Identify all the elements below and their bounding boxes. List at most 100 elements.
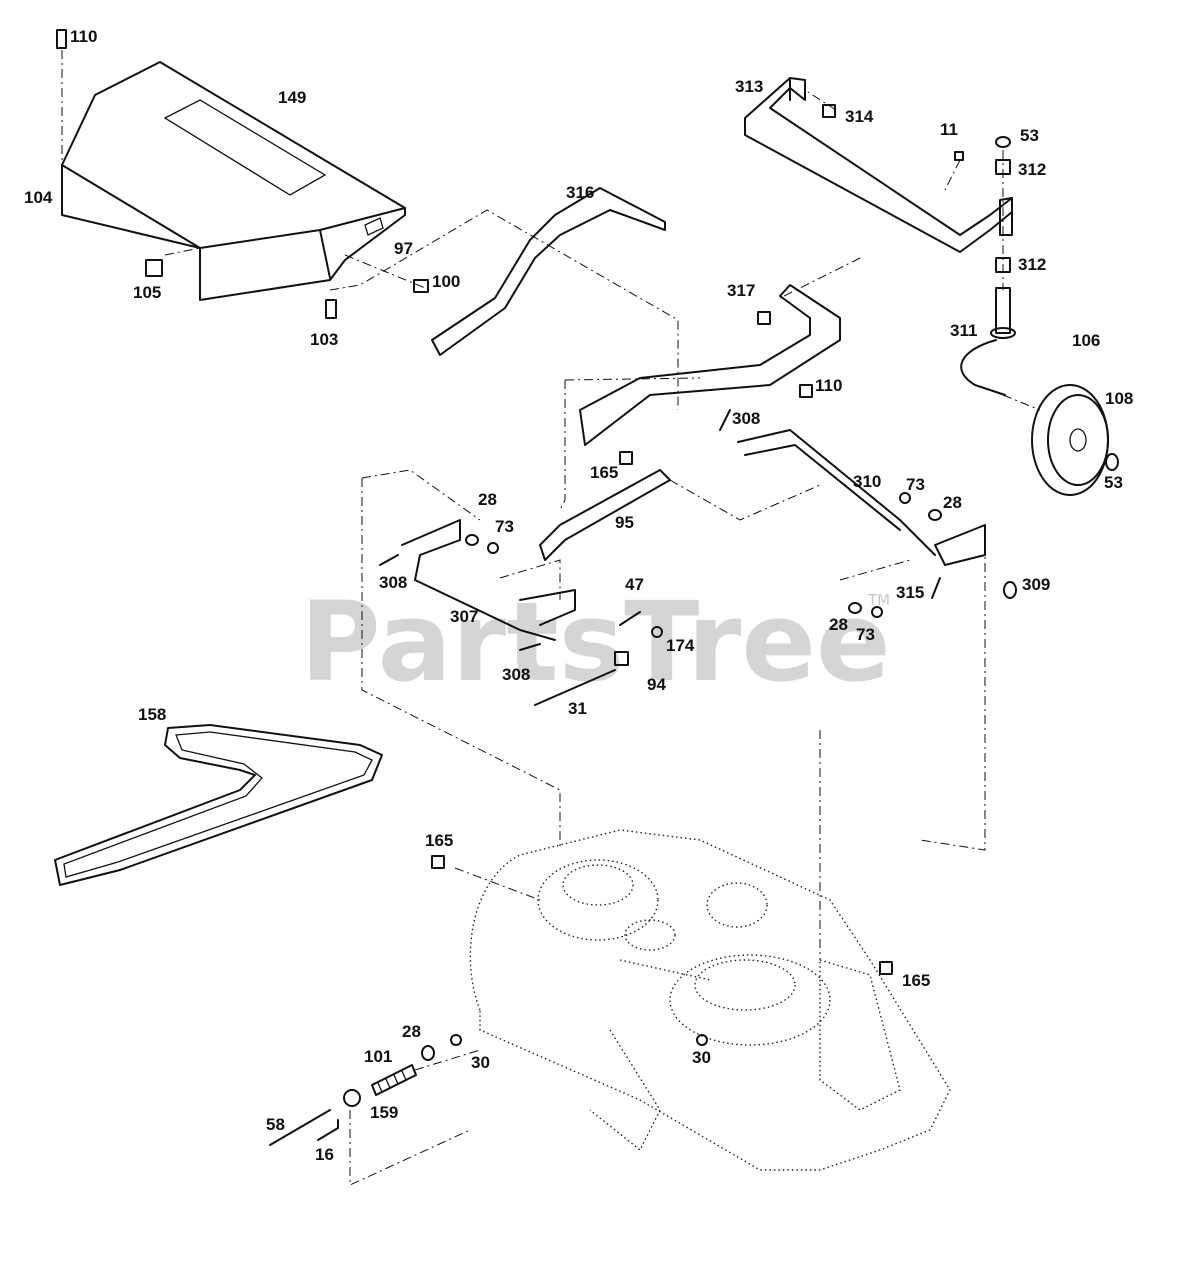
callout-317: 317: [727, 281, 755, 300]
watermark-tm: TM: [867, 591, 890, 609]
rod-58: [269, 1109, 331, 1146]
eyebolt-159: [343, 1089, 361, 1107]
callout-31: 31: [568, 699, 587, 718]
pin-47: [619, 611, 641, 626]
bolt-165-mid: [619, 451, 633, 465]
callout-149: 149: [278, 88, 306, 107]
callout-11: 11: [940, 120, 958, 139]
shaft-307: [401, 519, 576, 641]
pin-11: [954, 151, 964, 161]
nut-94: [614, 651, 629, 666]
spring-101: [371, 1064, 417, 1096]
callout-106: 106: [1072, 331, 1100, 350]
callout-307: 307: [450, 607, 478, 626]
callout-308-low: 308: [502, 665, 530, 684]
callout-28-left: 28: [478, 490, 497, 509]
callout-28-spring: 28: [402, 1022, 421, 1041]
callout-314: 314: [845, 107, 874, 126]
callout-103: 103: [310, 330, 338, 349]
belt-cover: [61, 61, 406, 301]
callout-73-right: 73: [906, 475, 925, 494]
mower-deck: [469, 829, 951, 1171]
caster-arm-311: [960, 287, 1016, 396]
callout-308-upper: 308: [732, 409, 760, 428]
callout-labels: 110 149 104 105 97 100 103 316 313 314 1…: [24, 27, 1133, 1164]
callout-53-wheel: 53: [1104, 473, 1123, 492]
bolt-317: [757, 311, 771, 325]
bolt-110-mid: [799, 384, 813, 398]
bolt-110-top: [56, 29, 67, 49]
washer-53-wheel: [1105, 453, 1119, 471]
callout-174: 174: [666, 636, 695, 655]
callout-165-deck-right: 165: [902, 971, 930, 990]
spacer-174: [651, 626, 663, 638]
bolt-165-deck-right: [879, 961, 893, 975]
watermark: PartsTree: [300, 578, 891, 706]
callout-95: 95: [615, 513, 634, 532]
nut-73-left: [487, 542, 499, 554]
callout-73-left: 73: [495, 517, 514, 536]
callout-165-mid: 165: [590, 463, 618, 482]
nut-314: [822, 104, 836, 118]
callout-58: 58: [266, 1115, 285, 1134]
callout-104: 104: [24, 188, 53, 207]
callout-313: 313: [735, 77, 763, 96]
washer-28-low: [848, 602, 862, 614]
nut-30-spring: [450, 1034, 462, 1046]
pin-308-low: [519, 643, 541, 651]
callout-101: 101: [364, 1047, 392, 1066]
callout-16: 16: [315, 1145, 334, 1164]
callout-159: 159: [370, 1103, 398, 1122]
callout-110-top: 110: [70, 27, 97, 46]
washer-309: [1003, 581, 1017, 599]
callout-47: 47: [625, 575, 644, 594]
shaft-310: [737, 429, 986, 566]
callout-73-low: 73: [856, 625, 875, 644]
callout-309: 309: [1022, 575, 1050, 594]
nut-73-low: [871, 606, 883, 618]
washer-28-left: [465, 534, 479, 546]
belt-158: [54, 724, 383, 886]
washer-53-top: [995, 136, 1011, 148]
callout-100: 100: [432, 272, 460, 291]
pin-308-upper: [719, 409, 731, 431]
callout-30-deck: 30: [692, 1048, 711, 1067]
callout-28-low: 28: [829, 615, 848, 634]
callout-28-right: 28: [943, 493, 962, 512]
nut-30-deck: [696, 1034, 708, 1046]
callout-105: 105: [133, 283, 161, 302]
callout-312-top: 312: [1018, 160, 1046, 179]
wheel-108: [1031, 384, 1109, 496]
link-95: [539, 469, 671, 561]
callout-30-spring: 30: [471, 1053, 490, 1072]
pin-308-left: [379, 554, 399, 566]
callout-308-left: 308: [379, 573, 407, 592]
pin-315: [931, 577, 941, 599]
callout-110-mid: 110: [815, 376, 842, 395]
callout-316: 316: [566, 183, 594, 202]
clip-103: [325, 299, 337, 319]
callout-311: 311: [950, 321, 977, 340]
bolt-100: [413, 279, 429, 293]
bracket-317: [579, 284, 841, 446]
callout-158: 158: [138, 705, 166, 724]
bracket-316: [431, 187, 666, 356]
washer-28-spring: [421, 1045, 435, 1061]
leader-lines: [61, 50, 1041, 1186]
callout-310: 310: [853, 472, 881, 491]
callout-97: 97: [394, 239, 413, 258]
callout-108: 108: [1105, 389, 1133, 408]
callout-53-top: 53: [1020, 126, 1039, 145]
rod-31: [534, 669, 616, 706]
nut-73-right: [899, 492, 911, 504]
callout-165-deck-left: 165: [425, 831, 453, 850]
washer-28-right: [928, 509, 942, 521]
bolt-165-deck-left: [431, 855, 445, 869]
callout-315: 315: [896, 583, 924, 602]
callout-312-bottom: 312: [1018, 255, 1046, 274]
pin-16: [317, 1119, 339, 1141]
callout-94: 94: [647, 675, 666, 694]
nut-105: [145, 259, 163, 277]
front-hanger-313: [744, 77, 1013, 253]
